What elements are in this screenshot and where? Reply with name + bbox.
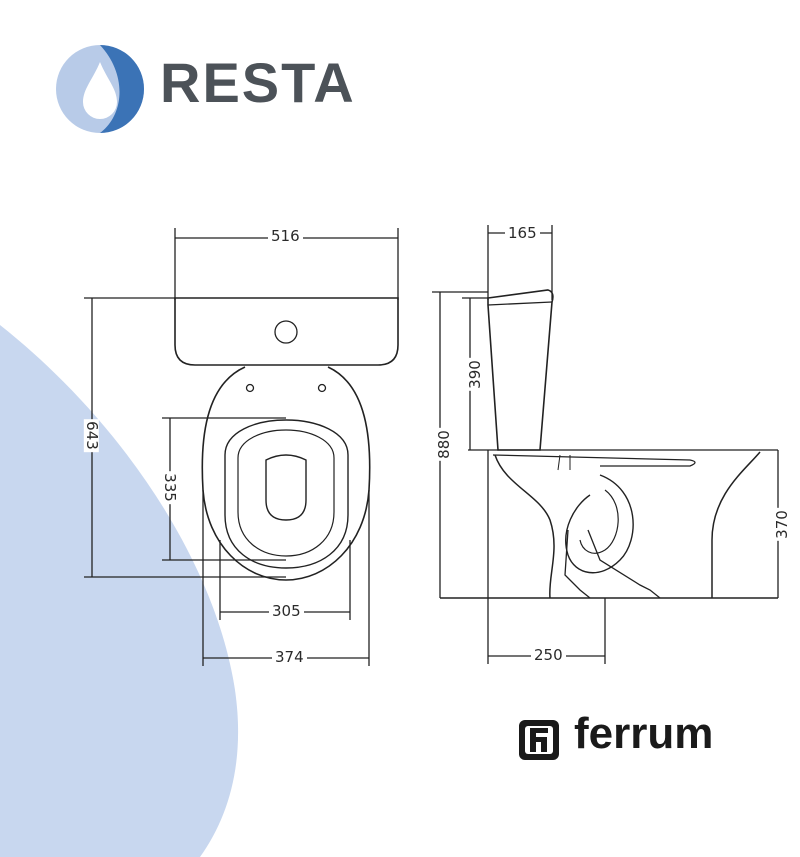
top-view xyxy=(84,228,399,666)
dim-outlet-distance: 250 xyxy=(531,648,566,663)
ferrum-logo-icon xyxy=(519,720,559,760)
dim-inner-length: 335 xyxy=(160,471,179,504)
partner-name: ferrum xyxy=(574,709,714,758)
side-view xyxy=(432,225,779,664)
dim-total-depth: 643 xyxy=(82,419,101,452)
dim-base-width: 374 xyxy=(272,650,307,665)
dim-total-height: 880 xyxy=(434,428,453,461)
dim-tank-height: 390 xyxy=(465,358,484,391)
dim-inner-width: 305 xyxy=(269,604,304,619)
dim-bowl-height: 370 xyxy=(772,508,791,541)
resta-logo-icon xyxy=(56,45,144,133)
brand-name: RESTA xyxy=(160,51,356,114)
dim-top-width: 516 xyxy=(268,229,303,244)
dim-tank-depth: 165 xyxy=(505,226,540,241)
